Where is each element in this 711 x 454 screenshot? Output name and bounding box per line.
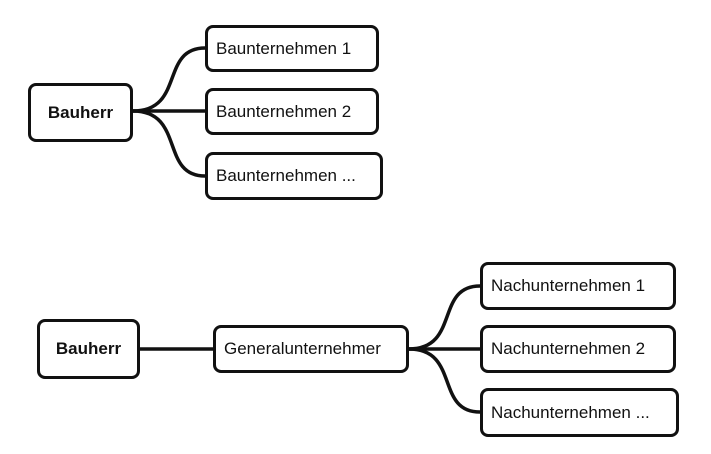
connector-bottom-middle-child-1 xyxy=(407,284,482,351)
bottom-root-node: Bauherr xyxy=(37,319,140,379)
bottom-child-node-3: Nachunternehmen ... xyxy=(480,388,679,437)
top-child-node-3: Baunternehmen ... xyxy=(205,152,383,200)
top-child-node-1: Baunternehmen 1 xyxy=(205,25,379,72)
bottom-middle-node: Generalunternehmer xyxy=(213,325,409,373)
top-child-node-2: Baunternehmen 2 xyxy=(205,88,379,135)
connector-top-root-child-3 xyxy=(131,109,207,178)
bottom-child-node-1: Nachunternehmen 1 xyxy=(480,262,676,310)
top-root-node: Bauherr xyxy=(28,83,133,142)
connector-bottom-middle-child-3 xyxy=(407,347,482,414)
bottom-child-node-2: Nachunternehmen 2 xyxy=(480,325,676,373)
connector-top-root-child-1 xyxy=(131,46,207,113)
